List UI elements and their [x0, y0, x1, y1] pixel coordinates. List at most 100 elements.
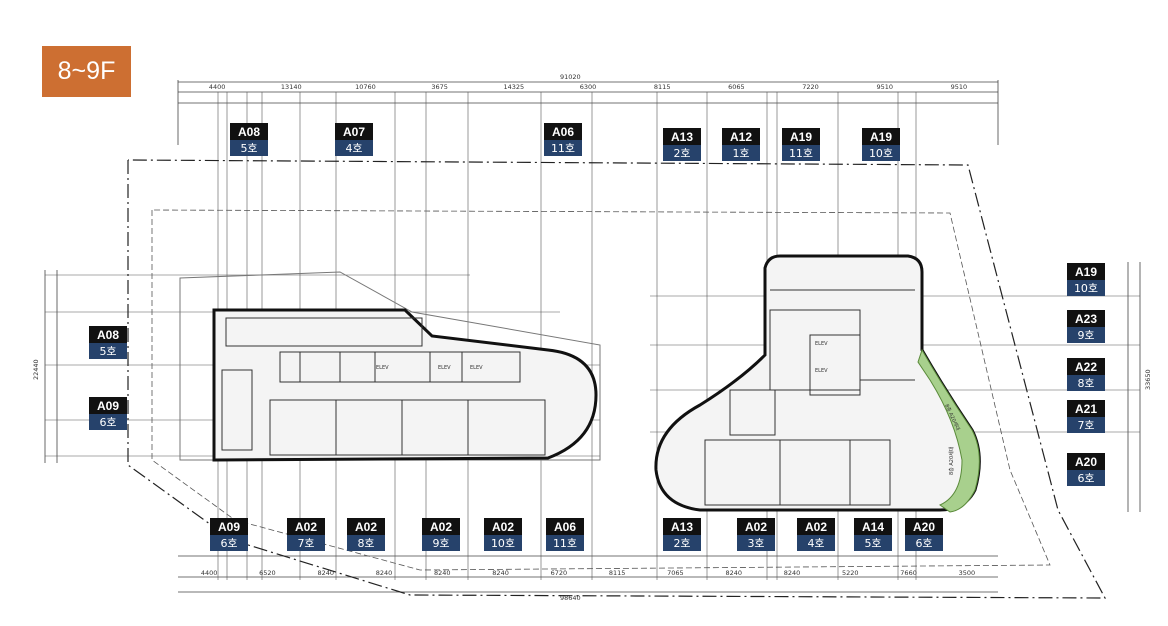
unit-type-label: A02 — [355, 520, 377, 534]
unit-number-label: 1호 — [732, 147, 749, 160]
dimension-label: 8240 — [376, 569, 393, 577]
dim-bottom-total: 98640 — [560, 594, 581, 602]
dimension-label: 8115 — [654, 83, 671, 91]
unit-type-label: A23 — [1075, 312, 1097, 326]
dimension-label: 6720 — [551, 569, 568, 577]
dimension-label: 14325 — [503, 83, 524, 91]
unit-number-label: 9호 — [1077, 329, 1094, 342]
dim-top-total: 91020 — [560, 73, 581, 81]
unit-type-label: A19 — [1075, 265, 1097, 279]
unit-type-label: A12 — [730, 130, 752, 144]
unit-type-label: A02 — [805, 520, 827, 534]
unit-type-label: A13 — [671, 520, 693, 534]
site-boundary — [127, 159, 1107, 599]
grid-lines — [45, 92, 1140, 580]
unit-number-label: 7호 — [297, 537, 314, 550]
elev-label-4: ELEV — [815, 341, 828, 347]
unit-type-label: A07 — [343, 125, 365, 139]
unit-number-label: 10호 — [869, 147, 893, 160]
unit-number-label: 5호 — [99, 345, 116, 358]
unit-number-label: 11호 — [551, 142, 575, 155]
right-building — [654, 254, 981, 513]
dim-left-total: 22440 — [32, 359, 40, 380]
unit-number-label: 4호 — [807, 537, 824, 550]
dimension-label: 8240 — [725, 569, 742, 577]
unit-number-label: 7호 — [1077, 419, 1094, 432]
dimension-label: 10760 — [355, 83, 376, 91]
unit-type-label: A22 — [1075, 360, 1097, 374]
unit-type-label: A09 — [97, 399, 119, 413]
dimension-label: 5220 — [842, 569, 859, 577]
unit-type-label: A02 — [745, 520, 767, 534]
dimension-label: 7220 — [802, 83, 819, 91]
unit-type-label: A19 — [790, 130, 812, 144]
dimension-label: 8240 — [434, 569, 451, 577]
unit-number-label: 6호 — [1077, 472, 1094, 485]
unit-type-label: A09 — [218, 520, 240, 534]
unit-type-label: A21 — [1075, 402, 1097, 416]
floor-label: 8~9F — [42, 46, 131, 97]
dim-right-total: 33650 — [1144, 369, 1152, 390]
top-dimension-lines — [44, 80, 1141, 593]
dimension-label: 8240 — [784, 569, 801, 577]
unit-number-label: 9호 — [432, 537, 449, 550]
unit-type-label: A19 — [870, 130, 892, 144]
dimension-label: 4400 — [201, 569, 218, 577]
unit-number-label: 11호 — [553, 537, 577, 550]
unit-type-label: A06 — [552, 125, 574, 139]
unit-number-label: 6호 — [915, 537, 932, 550]
unit-type-label: A02 — [492, 520, 514, 534]
dimension-label: 4400 — [209, 83, 226, 91]
dimension-label: 9510 — [876, 83, 893, 91]
dimension-label: 8115 — [609, 569, 626, 577]
dimension-label: 7065 — [667, 569, 684, 577]
setback-line — [151, 209, 1051, 571]
left-building — [179, 271, 601, 462]
unit-type-label: A02 — [430, 520, 452, 534]
unit-number-label: 3호 — [747, 537, 764, 550]
unit-type-label: A20 — [913, 520, 935, 534]
unit-number-label: 10호 — [491, 537, 515, 550]
dimension-label: 6300 — [580, 83, 597, 91]
unit-number-label: 4호 — [345, 142, 362, 155]
unit-number-label: 11호 — [789, 147, 813, 160]
unit-number-label: 6호 — [220, 537, 237, 550]
unit-number-label: 8호 — [357, 537, 374, 550]
dimension-label: 7660 — [900, 569, 917, 577]
unit-type-label: A06 — [554, 520, 576, 534]
unit-type-label: A14 — [862, 520, 884, 534]
dimension-label: 9510 — [951, 83, 968, 91]
unit-type-label: A08 — [238, 125, 260, 139]
dimension-label: 13140 — [281, 83, 302, 91]
unit-number-label: 2호 — [673, 537, 690, 550]
dimension-label: 3675 — [431, 83, 448, 91]
unit-type-label: A02 — [295, 520, 317, 534]
unit-type-label: A13 — [671, 130, 693, 144]
unit-type-label: A20 — [1075, 455, 1097, 469]
unit-number-label: 8호 — [1077, 377, 1094, 390]
unit-type-label: A08 — [97, 328, 119, 342]
unit-number-label: 5호 — [864, 537, 881, 550]
dimension-label: 6520 — [259, 569, 276, 577]
elev-label-2: ELEV — [438, 365, 451, 371]
